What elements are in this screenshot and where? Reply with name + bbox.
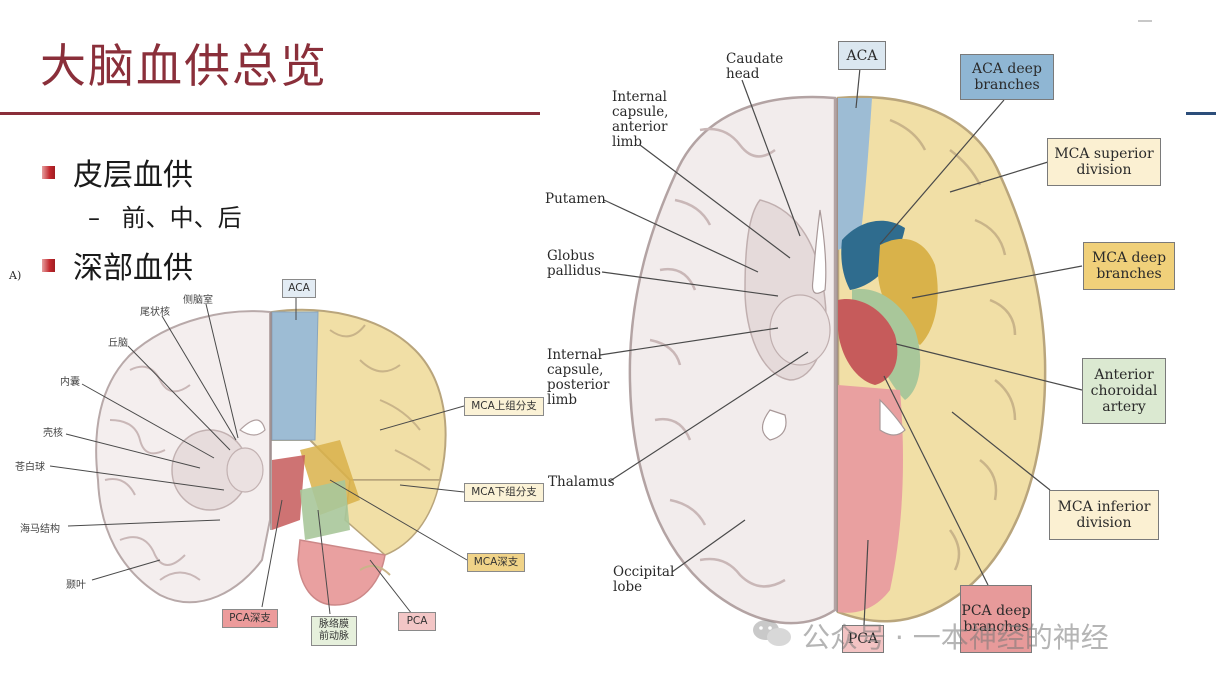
coronal-brain-diagram bbox=[95, 308, 447, 606]
label-internal-capsule-posterior: Internal capsule, posterior limb bbox=[547, 347, 610, 408]
box-mca-inferior-right: MCA inferior division bbox=[1049, 490, 1159, 540]
label-temporal-lobe: 颞叶 bbox=[66, 580, 86, 591]
sub-bullet-dash: – bbox=[88, 204, 100, 232]
label-thalamus: 丘脑 bbox=[108, 338, 128, 349]
box-pca-right: PCA bbox=[842, 625, 884, 653]
label-putamen: Putamen bbox=[545, 191, 606, 207]
bullet-square-icon bbox=[42, 258, 55, 272]
box-pca-left: PCA bbox=[398, 612, 436, 631]
coronal-right-mca-inferior bbox=[344, 479, 441, 556]
watermark: 公众号 · 一本神经的神经 bbox=[802, 621, 1109, 654]
box-aca-left: ACA bbox=[282, 279, 316, 298]
slide-title: 大脑血供总览 bbox=[40, 39, 328, 93]
axial-right-mca-deep bbox=[878, 238, 938, 345]
label-internal-capsule-anterior: Internal capsule, anterior limb bbox=[612, 89, 669, 150]
box-anterior-choroidal-left: 脉络膜前动脉 bbox=[311, 616, 357, 646]
label-globus-pallidus: Globus pallidus bbox=[547, 248, 601, 279]
sub-bullet-text: 前、中、后 bbox=[121, 204, 242, 232]
label-thalamus: Thalamus bbox=[548, 474, 615, 490]
box-mca-superior-right: MCA superior division bbox=[1047, 138, 1161, 186]
axial-right-aca bbox=[838, 98, 872, 250]
title-underline bbox=[0, 112, 540, 115]
label-caudate: 尾状核 bbox=[140, 307, 170, 318]
coronal-right-aca bbox=[271, 311, 319, 441]
accent-mark bbox=[1186, 112, 1216, 115]
bullet-text: 深部血供 bbox=[73, 251, 193, 286]
box-aca-right: ACA bbox=[838, 41, 886, 70]
label-globus-pallidus: 苍白球 bbox=[15, 462, 45, 473]
label-putamen: 壳核 bbox=[43, 428, 63, 439]
box-mca-superior-left: MCA上组分支 bbox=[464, 397, 544, 416]
box-mca-deep-left: MCA深支 bbox=[467, 553, 525, 572]
label-internal-capsule: 内囊 bbox=[60, 377, 80, 388]
axial-right-aca-deep bbox=[841, 220, 905, 290]
label-occipital-lobe: Occipital lobe bbox=[613, 564, 675, 595]
axial-right-pca-deep bbox=[838, 299, 898, 385]
sub-bullet: – 前、中、后 bbox=[88, 198, 242, 233]
bullet-cortical: 皮层血供 bbox=[42, 150, 193, 194]
axial-right-pca bbox=[838, 385, 903, 613]
axial-brain-diagram bbox=[628, 95, 1047, 625]
bullet-text: 皮层血供 bbox=[73, 158, 193, 193]
box-mca-deep-right: MCA deep branches bbox=[1083, 242, 1175, 290]
box-pca-deep-right: PCA deep branches bbox=[960, 585, 1032, 653]
label-hippocampus: 海马结构 bbox=[20, 524, 60, 535]
bullet-deep: 深部血供 bbox=[42, 243, 193, 287]
coronal-right-pca-deep bbox=[272, 455, 305, 530]
top-dash bbox=[1138, 20, 1152, 22]
box-mca-inferior-left: MCA下组分支 bbox=[464, 483, 544, 502]
bullet-square-icon bbox=[42, 165, 55, 179]
coronal-right-choroidal bbox=[300, 480, 350, 540]
label-lateral-ventricle: 侧脑室 bbox=[183, 295, 213, 306]
box-aca-deep-right: ACA deep branches bbox=[960, 54, 1054, 100]
box-pca-deep-left: PCA深支 bbox=[222, 609, 278, 628]
box-anterior-choroidal-right: Anterior choroidal artery bbox=[1082, 358, 1166, 424]
panel-letter: A) bbox=[9, 269, 22, 282]
wechat-icon bbox=[753, 620, 791, 646]
coronal-right-pca bbox=[297, 539, 386, 606]
label-caudate-head: Caudate head bbox=[726, 51, 784, 82]
